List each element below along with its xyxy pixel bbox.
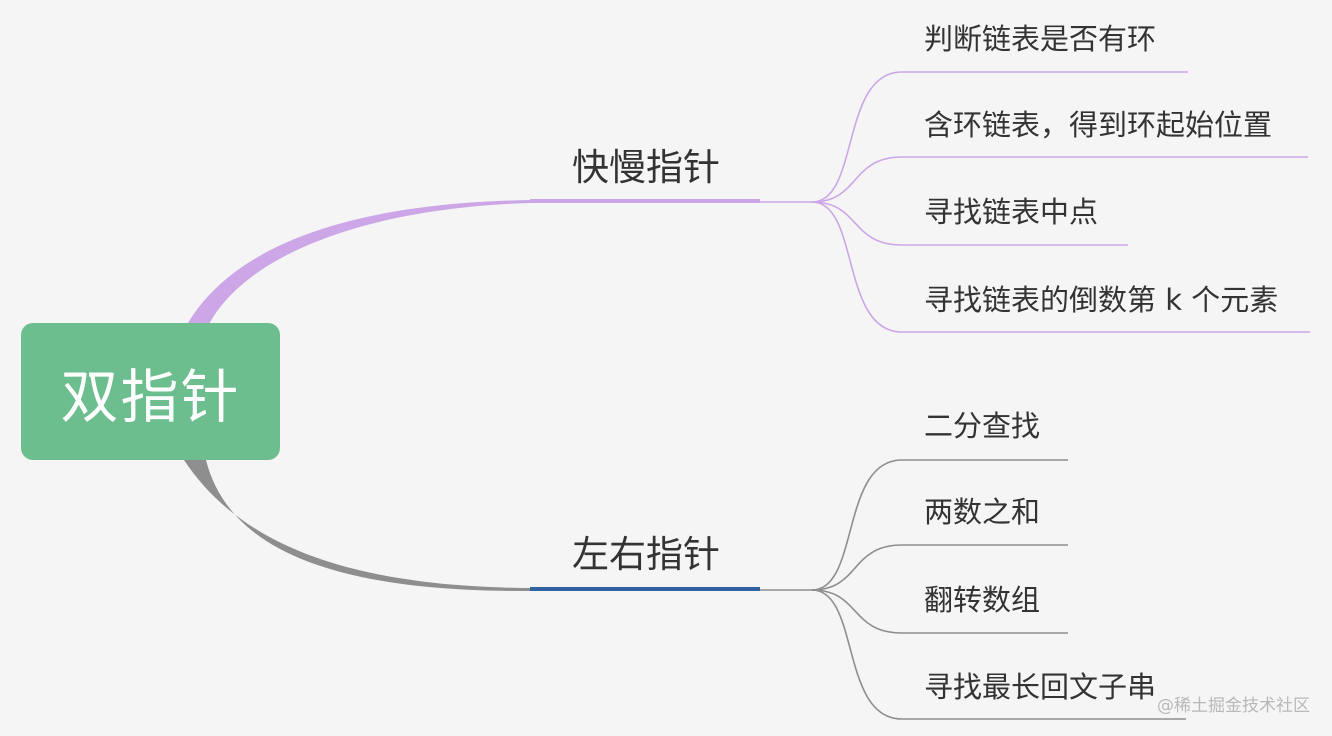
leaf-node-cycle-start[interactable]: 含环链表，得到环起始位置 <box>924 108 1273 142</box>
leaf-node-kth-from-end[interactable]: 寻找链表的倒数第 k 个元素 <box>924 283 1279 317</box>
connector-left-right-child-3 <box>811 589 1068 634</box>
leaf-node-list-middle[interactable]: 寻找链表中点 <box>924 195 1099 229</box>
connector-fast-slow-child-3 <box>811 201 1128 246</box>
connector-fast-slow-child-1 <box>811 71 1188 203</box>
leaf-node-two-sum[interactable]: 两数之和 <box>924 495 1041 529</box>
leaf-node-detect-cycle[interactable]: 判断链表是否有环 <box>924 22 1157 56</box>
connector-root-to-fast-slow <box>188 200 530 326</box>
connector-root-to-left-right <box>184 460 530 592</box>
leaf-node-binary-search[interactable]: 二分查找 <box>924 409 1041 443</box>
connector-fast-slow-child-2 <box>811 156 1308 203</box>
branch-node-left-right-pointers[interactable]: 左右指针 <box>572 533 720 576</box>
watermark-text: @稀土掘金技术社区 <box>1157 696 1310 716</box>
leaf-node-reverse-array[interactable]: 翻转数组 <box>924 583 1041 617</box>
connector-left-right-child-2 <box>811 544 1068 591</box>
leaf-node-longest-palindrome[interactable]: 寻找最长回文子串 <box>924 670 1157 704</box>
root-node[interactable]: 双指针 <box>21 323 280 460</box>
connector-fast-slow-child-4 <box>811 201 1310 333</box>
connector-left-right-child-1 <box>811 459 1068 591</box>
branch-node-fast-slow-pointers[interactable]: 快慢指针 <box>572 146 720 189</box>
connector-left-right-child-4 <box>811 589 1186 720</box>
